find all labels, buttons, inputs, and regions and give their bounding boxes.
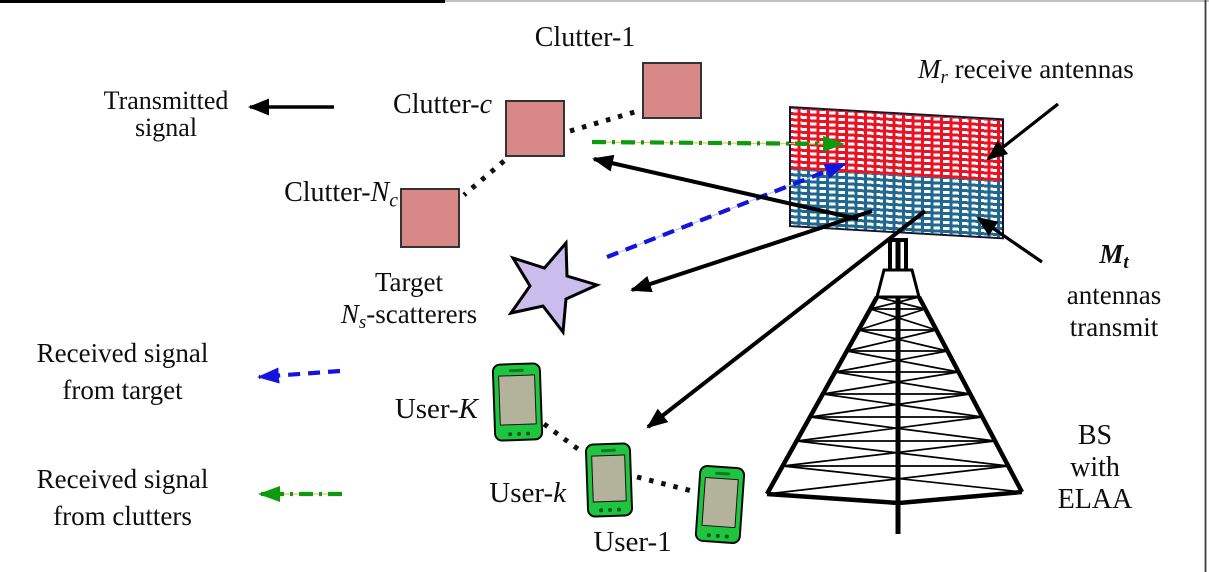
- phone-buttons: [496, 431, 541, 437]
- phone-speaker: [508, 368, 524, 373]
- received-target-label: Received signal from target: [0, 335, 245, 409]
- user-k-label: User-k: [489, 477, 566, 509]
- phone-speaker: [714, 471, 730, 476]
- clutter-chain-dots: [462, 159, 506, 197]
- received-target-line2: from target: [62, 375, 183, 405]
- phone-speaker: [600, 448, 616, 453]
- transmitted-signal-label: Transmitted signal: [76, 87, 256, 141]
- received-clutters-line1: Received signal: [36, 464, 209, 494]
- clutter-nc-label: Clutter-Nc: [284, 177, 398, 212]
- mt-label-line1: Mt: [1099, 239, 1129, 274]
- clutter-c-box: [505, 100, 565, 157]
- user-K-label: User-K: [394, 393, 478, 425]
- user-k-phone: [584, 442, 634, 518]
- transmitted-signal-line2: signal: [134, 113, 198, 142]
- target-star: [507, 239, 602, 336]
- bs-to-users-arrow: [646, 209, 927, 429]
- phone-screen: [591, 454, 627, 503]
- bs-elaa-label: BS with ELAA: [1030, 420, 1160, 516]
- mr-antennas-label: Mr receive antennas: [918, 54, 1134, 89]
- user-K-phone: [491, 362, 544, 442]
- received-target-legend-arrow: [257, 367, 341, 384]
- target-label-line2: Ns-scatterers: [340, 299, 478, 334]
- phone-screen: [701, 476, 739, 529]
- received-target-line1: Received signal: [36, 338, 209, 368]
- bs-tower: [765, 238, 1024, 534]
- phone-screen: [498, 374, 537, 426]
- bs-label-line3: ELAA: [1057, 484, 1133, 515]
- clutter-1-box: [642, 62, 702, 119]
- clutter-chain-dots: [569, 108, 639, 134]
- received-clutters-line2: from clutters: [53, 501, 192, 531]
- user-1-label: User-1: [593, 526, 672, 558]
- target-label: Target Ns-scatterers: [297, 266, 521, 339]
- user-chain-dots: [636, 474, 693, 494]
- transmitted-signal-line1: Transmitted: [103, 86, 229, 115]
- bs-label-line2: with: [1070, 452, 1120, 483]
- mt-label-line2: antennas: [1066, 280, 1162, 311]
- received-clutters-label: Received signal from clutters: [0, 461, 245, 535]
- mt-antennas-label: Mt antennas transmit: [1040, 238, 1188, 343]
- clutter-nc-box: [400, 188, 460, 248]
- transmit-antenna-array: [791, 169, 1002, 238]
- mt-label-line3: transmit: [1069, 312, 1159, 343]
- clutter-1-label: Clutter-1: [534, 22, 636, 53]
- bs-label-line1: BS: [1077, 420, 1113, 451]
- user-chain-dots: [542, 421, 584, 455]
- target-label-line1: Target: [374, 267, 444, 297]
- clutter-c-label: Clutter-c: [393, 89, 492, 120]
- phone-buttons: [589, 507, 631, 513]
- antenna-panel: [789, 106, 1004, 240]
